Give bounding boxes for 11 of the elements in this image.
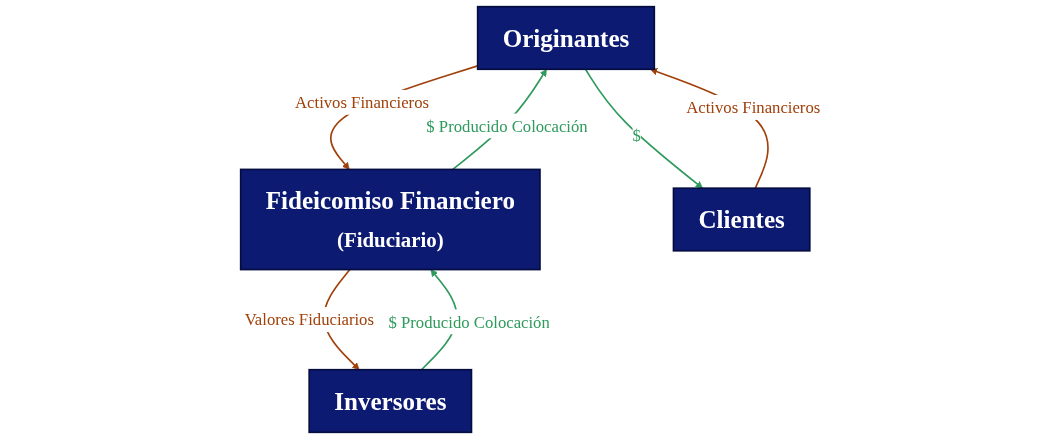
edge-label: $ Producido Colocación: [426, 116, 588, 136]
node-box: Fideicomiso Financiero (Fiduciario): [239, 168, 541, 271]
edge-label: Activos Financieros: [295, 93, 430, 112]
node-box: Inversores: [308, 368, 473, 434]
edge-label: $: [632, 126, 641, 145]
edge-label: Activos Financieros: [686, 98, 821, 117]
arrow: [584, 68, 703, 189]
node-box: Clientes: [672, 187, 811, 252]
edge-label: Valores Fiduciarios: [244, 310, 375, 329]
edge-label: $ Producido Colocación: [388, 312, 550, 332]
node-box: Originantes: [476, 5, 656, 71]
